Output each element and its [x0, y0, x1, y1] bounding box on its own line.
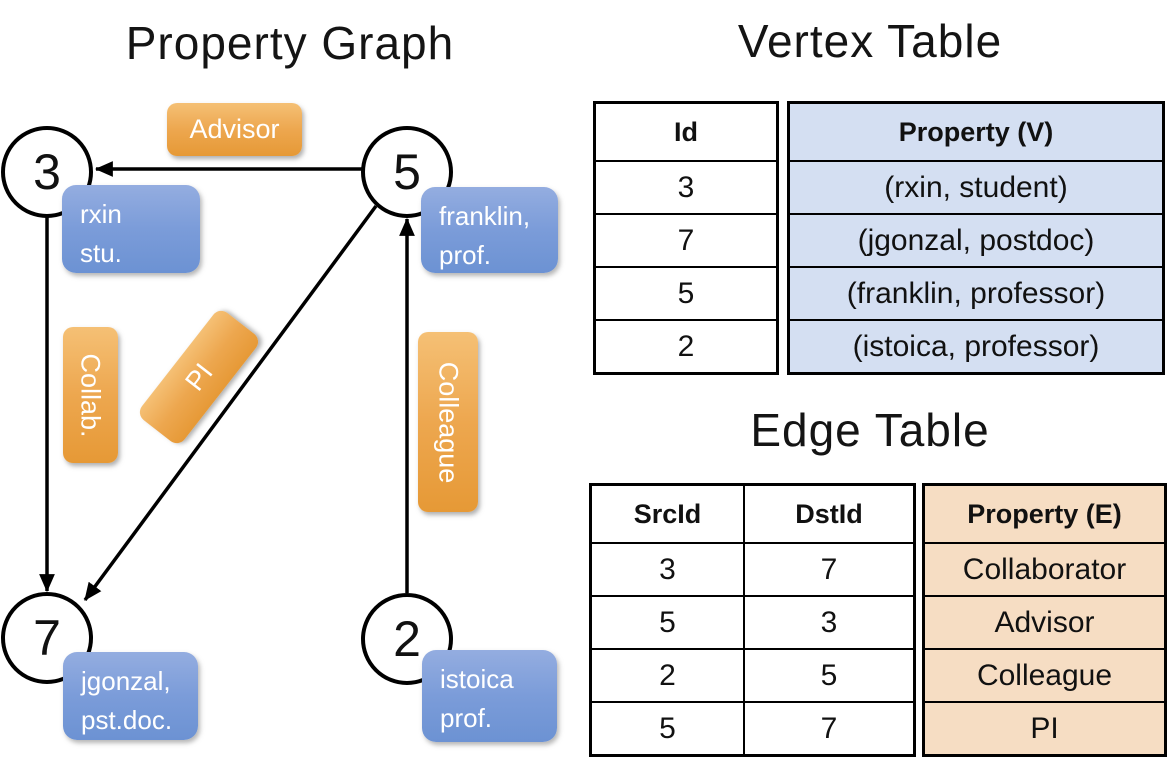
edge-table-header-property: Property (E): [967, 498, 1122, 529]
property-graph-title: Property Graph: [125, 17, 455, 69]
edge-label-colleague: Colleague: [418, 332, 478, 512]
edge-table-property-column: Property (E) Collaborator Advisor Collea…: [922, 483, 1167, 757]
edge-table-header-row: SrcId DstId: [592, 486, 913, 542]
edge-table-cell-dstid: 5: [743, 650, 913, 701]
edge-table-cell-property: PI: [925, 701, 1164, 754]
node-id-3: 3: [33, 144, 61, 200]
edge-table-cell-dstid: 7: [743, 544, 913, 595]
edge-label-pi-text: PI: [178, 357, 219, 396]
vertex-table-row-property: (franklin, professor): [790, 266, 1162, 319]
edge-table-cell-property: Collaborator: [925, 542, 1164, 595]
vertex-table-row-id: 7: [596, 213, 776, 266]
edge-table-cell-srcid: 2: [659, 658, 676, 692]
vertex-callout-2-line2: prof.: [440, 703, 493, 733]
edge-table-row: 5 7: [592, 701, 913, 754]
vertex-callout-3: rxin stu.: [62, 185, 200, 273]
edge-label-collab: Collab.: [63, 327, 118, 463]
edge-label-advisor-text: Advisor: [189, 114, 280, 144]
edge-table-cell-srcid: 3: [659, 552, 676, 586]
vertex-table-property-column: Property (V) (rxin, student) (jgonzal, p…: [787, 101, 1165, 375]
node-id-7: 7: [33, 610, 61, 666]
node-id-5: 5: [393, 144, 421, 200]
edge-table-src-dst-columns: SrcId DstId 3 7 5 3 2 5 5 7: [589, 483, 916, 757]
edge-table-cell-srcid: 5: [659, 711, 676, 745]
vertex-table-row-property: (rxin, student): [790, 160, 1162, 213]
vertex-callout-7-line2: pst.doc.: [81, 705, 173, 735]
vertex-table-row-property: (jgonzal, postdoc): [790, 213, 1162, 266]
vertex-callout-2: istoica prof.: [422, 650, 557, 742]
vertex-table-id-column: Id 3 7 5 2: [593, 101, 779, 375]
edge-table-cell-srcid: 5: [659, 605, 676, 639]
vertex-callout-3-line2: stu.: [80, 238, 122, 268]
edge-table-row: 3 7: [592, 542, 913, 595]
vertex-table-title: Vertex Table: [737, 15, 1003, 67]
vertex-callout-5-line1: franklin,: [439, 201, 531, 231]
edge-table-cell-property: Colleague: [925, 648, 1164, 701]
vertex-callout-7-line1: jgonzal,: [81, 666, 171, 696]
edge-pi-5-to-7: [83, 204, 378, 602]
vertex-table-row-id: 2: [596, 319, 776, 372]
node-id-2: 2: [393, 611, 421, 667]
vertex-callout-7: jgonzal, pst.doc.: [63, 652, 198, 740]
edge-label-collab-text: Collab.: [76, 352, 107, 438]
edge-table-header-srcid: SrcId: [633, 498, 702, 529]
edge-table-cell-dstid: 7: [743, 703, 913, 754]
vertex-callout-2-line1: istoica: [440, 664, 514, 694]
edge-table-title: Edge Table: [750, 404, 990, 456]
vertex-callout-5: franklin, prof.: [421, 187, 558, 273]
edge-table-row: 5 3: [592, 595, 913, 648]
edge-table-row: 2 5: [592, 648, 913, 701]
vertex-callout-3-line1: rxin: [80, 199, 122, 229]
vertex-table-header-property: Property (V): [898, 116, 1054, 147]
edge-table-cell-dstid: 3: [743, 597, 913, 648]
edge-label-colleague-text: Colleague: [433, 361, 464, 483]
vertex-table-row-id: 5: [596, 266, 776, 319]
vertex-callout-5-line2: prof.: [439, 240, 492, 270]
edge-label-advisor: Advisor: [167, 103, 302, 156]
vertex-table-row-id: 3: [596, 160, 776, 213]
edge-table-header-dstid: DstId: [743, 486, 913, 542]
edge-table-cell-property: Advisor: [925, 595, 1164, 648]
vertex-table-header-id: Id: [674, 116, 698, 147]
vertex-table-row-property: (istoica, professor): [790, 319, 1162, 372]
